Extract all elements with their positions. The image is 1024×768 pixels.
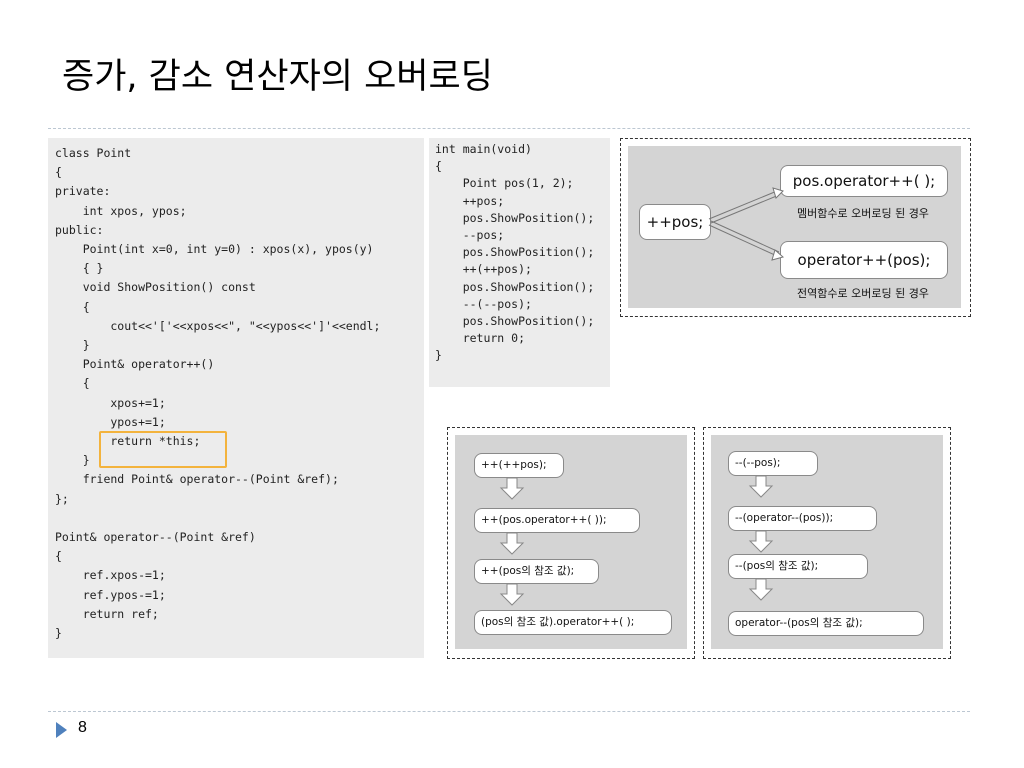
down-arrow-icon	[499, 583, 525, 606]
down-arrow-icon	[748, 530, 774, 553]
class-code-text: class Point { private: int xpos, ypos; p…	[55, 146, 381, 641]
page-number: 8	[78, 719, 87, 736]
page-bullet-arrow-icon	[56, 722, 67, 738]
overload-diagram-panel: ++pos; pos.operator++( ); 멤버함수로 오버로딩 된 경…	[620, 138, 971, 317]
decrement-step-2: --(operator--(pos));	[728, 506, 877, 531]
global-arrow-icon	[708, 220, 785, 261]
class-code-block: class Point { private: int xpos, ypos; p…	[48, 138, 424, 658]
increment-step-1: ++(++pos);	[474, 453, 564, 478]
global-expression-box: operator++(pos);	[780, 241, 948, 279]
global-caption: 전역함수로 오버로딩 된 경우	[797, 287, 929, 300]
increment-step-4: (pos의 참조 값).operator++( );	[474, 610, 672, 635]
decrement-step-3: --(pos의 참조 값);	[728, 554, 868, 579]
decrement-step-4: operator--(pos의 참조 값);	[728, 611, 924, 636]
increment-steps-panel: ++(++pos); ++(pos.operator++( )); ++(pos…	[447, 427, 695, 659]
bottom-divider	[48, 711, 970, 712]
decrement-step-1: --(--pos);	[728, 451, 818, 476]
increment-step-2: ++(pos.operator++( ));	[474, 508, 640, 533]
return-this-highlight	[99, 431, 227, 468]
down-arrow-icon	[499, 477, 525, 500]
main-code-text: int main(void) { Point pos(1, 2); ++pos;…	[435, 142, 595, 363]
down-arrow-icon	[748, 578, 774, 601]
page-title: 증가, 감소 연산자의 오버로딩	[62, 57, 493, 97]
decrement-steps-panel: --(--pos); --(operator--(pos)); --(pos의 …	[703, 427, 951, 659]
down-arrow-icon	[748, 475, 774, 498]
member-expression-box: pos.operator++( );	[780, 165, 948, 197]
down-arrow-icon	[499, 532, 525, 555]
top-divider	[48, 128, 970, 129]
main-code-block: int main(void) { Point pos(1, 2); ++pos;…	[429, 138, 610, 387]
member-arrow-icon	[708, 187, 784, 224]
source-expression-box: ++pos;	[639, 204, 711, 240]
increment-step-3: ++(pos의 참조 값);	[474, 559, 599, 584]
member-caption: 멤버함수로 오버로딩 된 경우	[797, 207, 929, 220]
